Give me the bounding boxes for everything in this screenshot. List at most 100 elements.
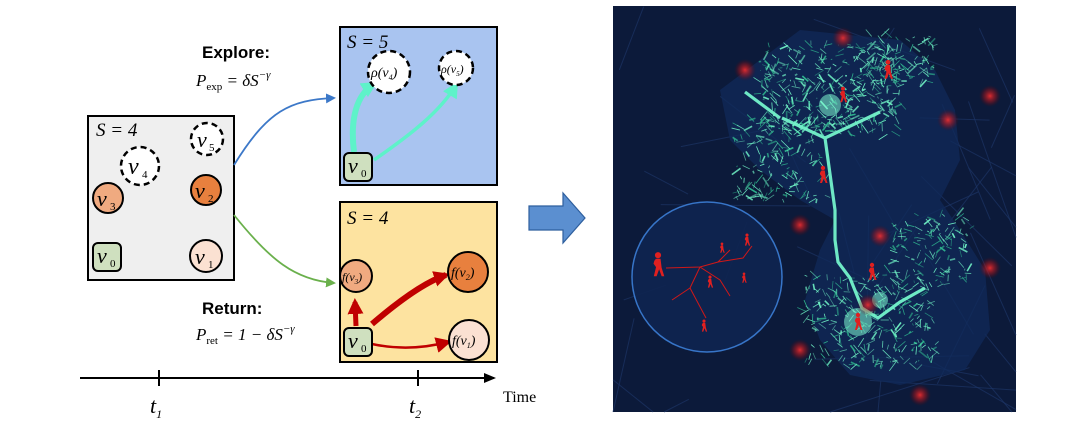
svg-text:v: v bbox=[97, 186, 107, 211]
svg-text:v: v bbox=[197, 127, 207, 152]
hotspot-glow bbox=[789, 214, 811, 236]
hotspot-glow bbox=[979, 257, 1001, 279]
svg-text:Pret = 1 − δS−γ: Pret = 1 − δS−γ bbox=[195, 323, 295, 347]
svg-text:3: 3 bbox=[110, 201, 116, 213]
return-arrow-to-v3 bbox=[355, 302, 356, 326]
node-v4: v 4 bbox=[121, 147, 159, 185]
node-v1: v 1 bbox=[190, 240, 222, 272]
node-rho-v5: ρ(v5) bbox=[439, 51, 473, 85]
network-segment bbox=[892, 361, 897, 362]
timeline: t1 t2 Time bbox=[80, 370, 536, 421]
network-segment bbox=[787, 48, 788, 49]
network-segment bbox=[899, 66, 900, 69]
explore-panel: S = 5 ρ(v4) ρ(v5) v 0 bbox=[340, 27, 497, 185]
network-segment bbox=[855, 90, 857, 91]
network-segment bbox=[768, 153, 769, 157]
network-segment bbox=[854, 356, 857, 357]
network-segment bbox=[806, 287, 807, 291]
hotspot-glow bbox=[869, 225, 891, 247]
network-segment bbox=[810, 121, 811, 123]
svg-text:0: 0 bbox=[361, 343, 367, 355]
network-segment bbox=[899, 311, 900, 314]
svg-text:0: 0 bbox=[110, 258, 116, 270]
start-panel: S = 4 v 5 v 4 v 3 v 2 v 0 v 1 bbox=[88, 116, 234, 280]
network-segment bbox=[868, 344, 869, 351]
return-title: Return: bbox=[202, 299, 262, 318]
network-segment bbox=[874, 338, 875, 340]
svg-text:Pexp = δS−γ: Pexp = δS−γ bbox=[195, 69, 271, 93]
network-segment bbox=[816, 199, 817, 203]
network-segment bbox=[948, 267, 949, 271]
network-segment bbox=[768, 126, 774, 127]
return-state-label: S = 4 bbox=[347, 208, 389, 229]
transition-block-arrow bbox=[529, 193, 585, 243]
node-f-v1: f(v1) bbox=[449, 320, 489, 360]
svg-text:v: v bbox=[97, 243, 107, 268]
svg-text:0: 0 bbox=[361, 168, 367, 180]
explore-rule: Explore: Pexp = δS−γ bbox=[195, 43, 271, 93]
network-segment bbox=[785, 129, 786, 130]
hotspot-glow bbox=[832, 27, 854, 49]
hotspot-glow bbox=[789, 339, 811, 361]
svg-text:ρ(v4): ρ(v4) bbox=[370, 66, 398, 82]
network-segment bbox=[754, 93, 761, 94]
hotspot-glow bbox=[909, 384, 931, 406]
explore-title: Explore: bbox=[202, 43, 270, 62]
explore-node-v0: v 0 bbox=[344, 153, 372, 181]
network-segment bbox=[959, 276, 961, 277]
node-f-v2: f(v2) bbox=[448, 252, 488, 292]
network-hub bbox=[819, 94, 841, 116]
zoom-circle bbox=[632, 202, 782, 352]
node-rho-v4: ρ(v4) bbox=[368, 51, 410, 93]
start-state-label: S = 4 bbox=[96, 120, 138, 141]
network-segment bbox=[911, 259, 914, 260]
network-segment bbox=[753, 171, 754, 174]
network-segment bbox=[900, 58, 905, 59]
svg-text:f(v2): f(v2) bbox=[451, 266, 475, 282]
svg-text:1: 1 bbox=[208, 259, 214, 271]
hotspot-glow bbox=[979, 85, 1001, 107]
t1-label: t1 bbox=[150, 393, 162, 421]
svg-text:v: v bbox=[128, 154, 139, 180]
network-segment bbox=[772, 102, 773, 110]
hotspot-glow bbox=[937, 109, 959, 131]
return-node-v0: v 0 bbox=[344, 328, 372, 356]
node-v2: v 2 bbox=[191, 175, 221, 205]
explore-state-label: S = 5 bbox=[347, 32, 388, 53]
network-segment bbox=[818, 318, 827, 319]
return-rule: Return: Pret = 1 − δS−γ bbox=[195, 299, 295, 347]
svg-text:f(v1): f(v1) bbox=[452, 334, 476, 350]
svg-text:v: v bbox=[348, 328, 358, 353]
node-v0: v 0 bbox=[93, 243, 121, 271]
network-segment bbox=[929, 74, 935, 75]
time-axis-label: Time bbox=[503, 389, 536, 406]
svg-text:f(v3): f(v3) bbox=[342, 270, 362, 286]
return-panel: S = 4 f(v3) f(v2) f(v1) v 0 bbox=[340, 202, 497, 362]
network-segment bbox=[763, 99, 765, 100]
network-segment bbox=[914, 280, 915, 282]
network-segment bbox=[861, 68, 862, 72]
network-segment bbox=[825, 130, 834, 131]
city-mobility-map bbox=[613, 6, 1016, 412]
svg-text:ρ(v5): ρ(v5) bbox=[440, 62, 464, 78]
t2-label: t2 bbox=[409, 393, 421, 421]
return-link-arrow bbox=[234, 215, 334, 283]
hotspot-glow bbox=[857, 294, 879, 316]
network-segment bbox=[837, 307, 838, 315]
svg-text:v: v bbox=[348, 153, 358, 178]
svg-text:2: 2 bbox=[208, 193, 214, 205]
network-segment bbox=[817, 98, 818, 99]
network-segment bbox=[827, 274, 828, 280]
node-v5: v 5 bbox=[191, 123, 223, 155]
svg-text:5: 5 bbox=[209, 142, 215, 154]
svg-text:4: 4 bbox=[142, 169, 148, 181]
node-f-v3: f(v3) bbox=[340, 260, 372, 292]
svg-text:v: v bbox=[195, 178, 205, 203]
explore-link-arrow bbox=[234, 98, 334, 165]
network-segment bbox=[922, 56, 923, 58]
hotspot-glow bbox=[734, 59, 756, 81]
node-v3: v 3 bbox=[93, 183, 123, 213]
svg-text:v: v bbox=[195, 244, 205, 269]
network-segment bbox=[927, 76, 929, 77]
